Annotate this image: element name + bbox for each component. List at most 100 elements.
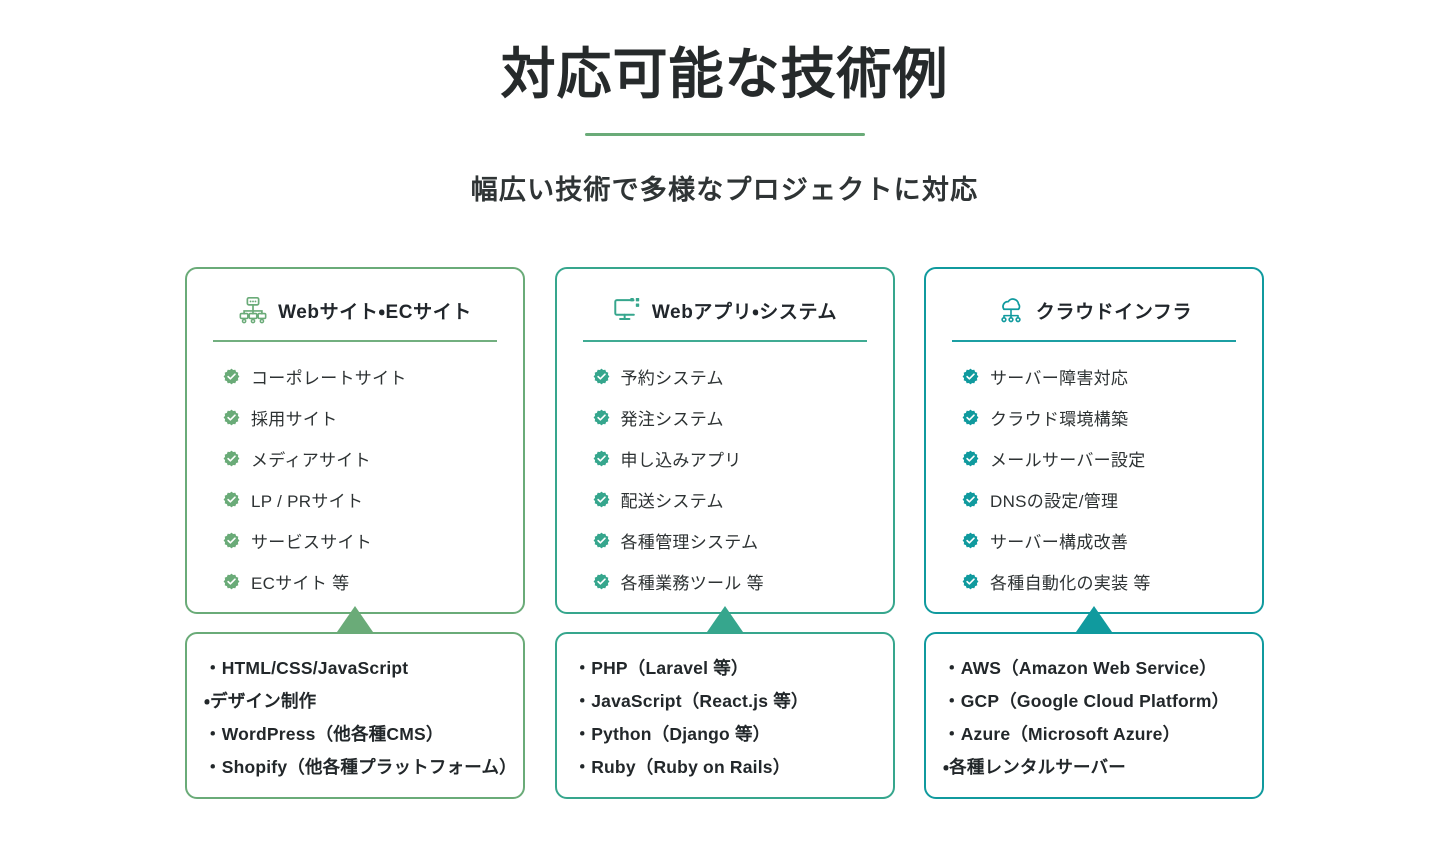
- technology-list-item: ・各種レンタルサーバー: [943, 757, 1126, 777]
- check-badge-icon: [223, 450, 240, 467]
- check-badge-icon: [593, 491, 610, 508]
- technology-list-item: ・デザイン制作: [204, 691, 317, 711]
- list-item: 各種管理システム: [593, 520, 867, 561]
- technology-list-item: ・PHP（Laravel 等）: [573, 658, 749, 678]
- cloud-network-icon: [996, 295, 1026, 325]
- category-title: Webアプリ・システム: [651, 301, 838, 323]
- check-badge-icon: [962, 368, 979, 385]
- list-item: 採用サイト: [223, 397, 497, 438]
- list-item: DNSの設定/管理: [962, 479, 1236, 520]
- category-card: Webサイト・ECサイトコーポレートサイト採用サイトメディアサイト LP / PR…: [185, 267, 525, 614]
- list-item: ECサイト 等: [223, 561, 497, 602]
- list-item-label: 各種業務ツール 等: [620, 574, 764, 593]
- technology-list-item: ・GCP（Google Cloud Platform）: [943, 691, 1230, 711]
- category-item-list: コーポレートサイト採用サイトメディアサイト LP / PRサイトサービスサイト EC…: [213, 342, 497, 602]
- title-divider: [584, 132, 865, 136]
- category-item-list: サーバー障害対応クラウド環境構築メールサーバー設定 DNSの設定/管理サーバー構成…: [952, 342, 1236, 602]
- check-badge-icon: [593, 532, 610, 549]
- check-badge-icon: [593, 450, 610, 467]
- category-header-rule: [582, 340, 867, 342]
- technology-column: Webサイト・ECサイトコーポレートサイト採用サイトメディアサイト LP / PR…: [185, 267, 525, 799]
- list-item-label: サーバー障害対応: [990, 369, 1129, 388]
- page-title: 対応可能な技術例: [500, 43, 949, 105]
- list-item: 予約システム: [593, 356, 867, 397]
- page-header: 対応可能な技術例 幅広い技術で多様なプロジェクトに対応: [0, 0, 1449, 207]
- technology-list-item: ・WordPress（他各種CMS）: [204, 724, 444, 744]
- technology-stack-box: ・AWS（Amazon Web Service） ・GCP（Google Clou…: [924, 632, 1264, 799]
- check-badge-icon: [962, 532, 979, 549]
- list-item: LP / PRサイト: [223, 479, 497, 520]
- technology-list-item: ・Azure（Microsoft Azure）: [943, 724, 1181, 744]
- list-item-label: 各種自動化の実装 等: [990, 574, 1151, 593]
- check-badge-icon: [593, 409, 610, 426]
- list-item-label: 配送システム: [620, 492, 724, 511]
- connector-arrow: [555, 606, 895, 639]
- check-badge-icon: [223, 573, 240, 590]
- list-item-label: メディアサイト: [251, 451, 371, 470]
- list-item: クラウド環境構築: [962, 397, 1236, 438]
- category-card-header: Webサイト・ECサイト: [213, 293, 497, 327]
- sitemap-icon: [238, 295, 268, 325]
- check-badge-icon: [962, 491, 979, 508]
- technology-list: ・PHP（Laravel 等） ・JavaScript（React.js 等） ・P…: [574, 652, 893, 784]
- technology-columns: Webサイト・ECサイトコーポレートサイト採用サイトメディアサイト LP / PR…: [185, 267, 1264, 799]
- check-badge-icon: [593, 573, 610, 590]
- technology-column: Webアプリ・システム予約システム発注システム申し込みアプリ配送システム各種管理…: [554, 267, 895, 799]
- list-item-label: サーバー構成改善: [990, 533, 1129, 552]
- technology-list-item: ・Shopify（他各種プラットフォーム）: [204, 757, 517, 777]
- category-card: Webアプリ・システム予約システム発注システム申し込みアプリ配送システム各種管理…: [554, 267, 895, 614]
- list-item-label: DNSの設定/管理: [990, 492, 1119, 511]
- list-item: 配送システム: [593, 479, 867, 520]
- list-item: 各種自動化の実装 等: [962, 561, 1236, 602]
- triangle-icon: [1076, 606, 1112, 632]
- check-badge-icon: [223, 491, 240, 508]
- connector-arrow: [924, 606, 1264, 639]
- category-header-rule: [952, 340, 1236, 342]
- list-item-label: サービスサイト: [251, 533, 373, 552]
- page-subtitle: 幅広い技術で多様なプロジェクトに対応: [470, 174, 979, 205]
- category-card: クラウドインフラサーバー障害対応クラウド環境構築メールサーバー設定 DNSの設定/…: [924, 267, 1264, 614]
- technology-list: ・HTML/CSS/JavaScript ・デザイン制作・WordPress（他各…: [204, 652, 523, 784]
- list-item-label: クラウド環境構築: [990, 410, 1129, 429]
- list-item-label: LP / PRサイト: [251, 492, 364, 511]
- list-item: コーポレートサイト: [223, 356, 497, 397]
- list-item: 各種業務ツール 等: [593, 561, 867, 602]
- list-item-label: 予約システム: [620, 369, 724, 388]
- category-card-header: クラウドインフラ: [952, 293, 1236, 327]
- technology-list-item: ・HTML/CSS/JavaScript: [204, 658, 409, 678]
- technology-list-item: ・Ruby（Ruby on Rails）: [573, 757, 791, 777]
- check-badge-icon: [962, 450, 979, 467]
- technology-list-item: ・JavaScript（React.js 等）: [573, 691, 809, 711]
- technology-stack-box: ・HTML/CSS/JavaScript ・デザイン制作・WordPress（他各…: [185, 632, 525, 799]
- category-item-list: 予約システム発注システム申し込みアプリ配送システム各種管理システム各種業務ツール…: [583, 342, 867, 602]
- check-badge-icon: [962, 573, 979, 590]
- check-badge-icon: [962, 409, 979, 426]
- category-title: クラウドインフラ: [1035, 301, 1193, 323]
- technology-list: ・AWS（Amazon Web Service） ・GCP（Google Clou…: [943, 652, 1262, 784]
- list-item-label: メールサーバー設定: [990, 451, 1146, 470]
- check-badge-icon: [223, 409, 240, 426]
- technology-list-item: ・AWS（Amazon Web Service）: [943, 658, 1217, 678]
- list-item: メディアサイト: [223, 438, 497, 479]
- monitor-icon: [612, 295, 642, 325]
- list-item: メールサーバー設定: [962, 438, 1236, 479]
- list-item: サービスサイト: [223, 520, 497, 561]
- check-badge-icon: [223, 532, 240, 549]
- category-title: Webサイト・ECサイト: [278, 301, 472, 323]
- list-item-label: ECサイト 等: [251, 574, 350, 593]
- category-header-rule: [213, 340, 497, 342]
- check-badge-icon: [223, 368, 240, 385]
- list-item: サーバー障害対応: [962, 356, 1236, 397]
- list-item-label: 各種管理システム: [620, 533, 759, 552]
- technology-column: クラウドインフラサーバー障害対応クラウド環境構築メールサーバー設定 DNSの設定/…: [924, 267, 1264, 799]
- technology-list-item: ・Python（Django 等）: [573, 724, 771, 744]
- connector-arrow: [185, 606, 525, 639]
- category-card-header: Webアプリ・システム: [583, 293, 867, 327]
- list-item: サーバー構成改善: [962, 520, 1236, 561]
- list-item-label: 発注システム: [620, 410, 724, 429]
- technology-stack-box: ・PHP（Laravel 等） ・JavaScript（React.js 等） ・P…: [554, 632, 895, 799]
- list-item-label: コーポレートサイト: [251, 369, 407, 388]
- list-item-label: 採用サイト: [251, 410, 338, 429]
- check-badge-icon: [593, 368, 610, 385]
- triangle-icon: [706, 606, 743, 632]
